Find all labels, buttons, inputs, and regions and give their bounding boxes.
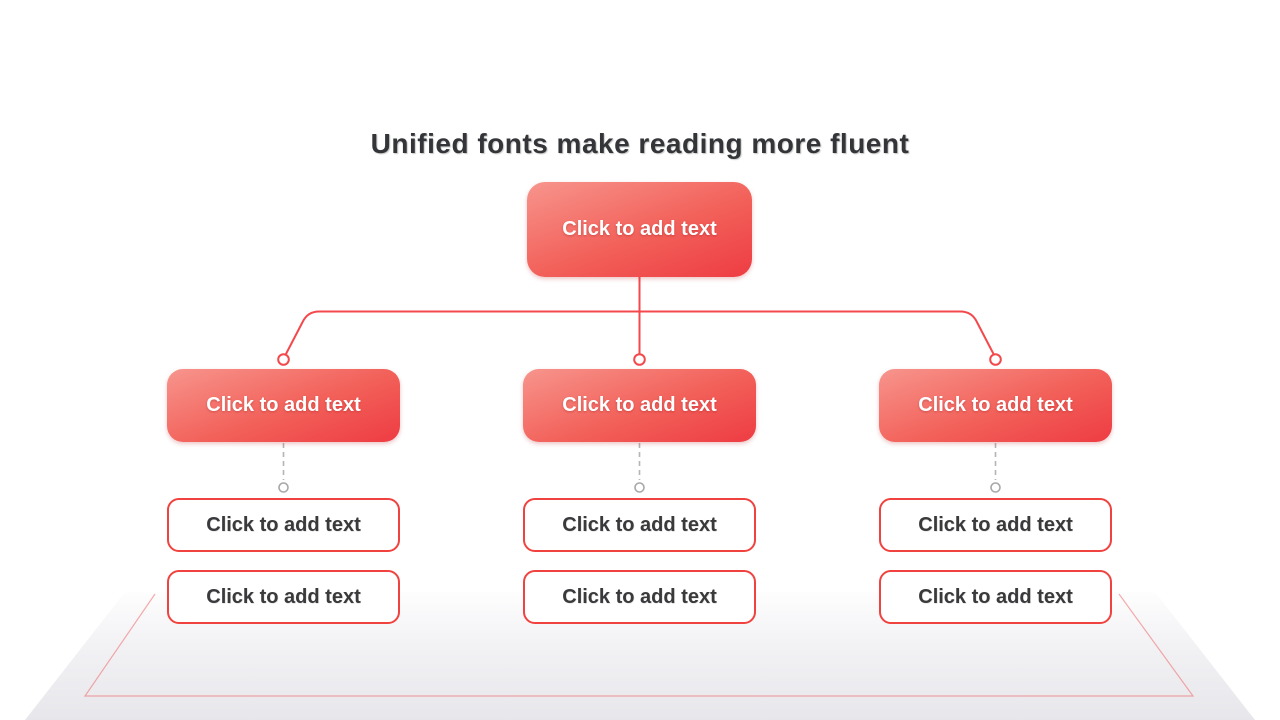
- org-branch-1-label: Click to add text: [206, 394, 361, 416]
- connector-branch-rail: [284, 310, 995, 356]
- floor-perspective-plane: [25, 592, 1255, 720]
- org-leaf-2a-placeholder[interactable]: Click to add text: [523, 498, 756, 552]
- connector-node-circle: [633, 353, 646, 366]
- org-leaf-3a-label: Click to add text: [918, 513, 1073, 536]
- org-leaf-1b-placeholder[interactable]: Click to add text: [167, 570, 400, 624]
- org-branch-1-placeholder[interactable]: Click to add text: [167, 369, 400, 442]
- org-leaf-1a-label: Click to add text: [206, 513, 361, 536]
- org-leaf-2a-label: Click to add text: [562, 513, 717, 536]
- connector-node-circle: [277, 353, 290, 366]
- org-branch-3-label: Click to add text: [918, 394, 1073, 416]
- org-leaf-3b-label: Click to add text: [918, 585, 1073, 608]
- org-leaf-2b-placeholder[interactable]: Click to add text: [523, 570, 756, 624]
- dashed-node-circle: [990, 482, 1001, 493]
- org-root-placeholder[interactable]: Click to add text: [527, 182, 752, 277]
- org-branch-2-label: Click to add text: [562, 394, 717, 416]
- dashed-node-circle: [278, 482, 289, 493]
- org-leaf-2b-label: Click to add text: [562, 585, 717, 608]
- org-branch-2-placeholder[interactable]: Click to add text: [523, 369, 756, 442]
- org-root-label: Click to add text: [562, 218, 717, 240]
- org-leaf-3b-placeholder[interactable]: Click to add text: [879, 570, 1112, 624]
- org-leaf-3a-placeholder[interactable]: Click to add text: [879, 498, 1112, 552]
- org-leaf-1b-label: Click to add text: [206, 585, 361, 608]
- org-branch-3-placeholder[interactable]: Click to add text: [879, 369, 1112, 442]
- connector-node-circle: [989, 353, 1002, 366]
- slide-title: Unified fonts make reading more fluent: [370, 128, 910, 159]
- org-leaf-1a-placeholder[interactable]: Click to add text: [167, 498, 400, 552]
- floor-outline: [83, 593, 1195, 697]
- dashed-node-circle: [634, 482, 645, 493]
